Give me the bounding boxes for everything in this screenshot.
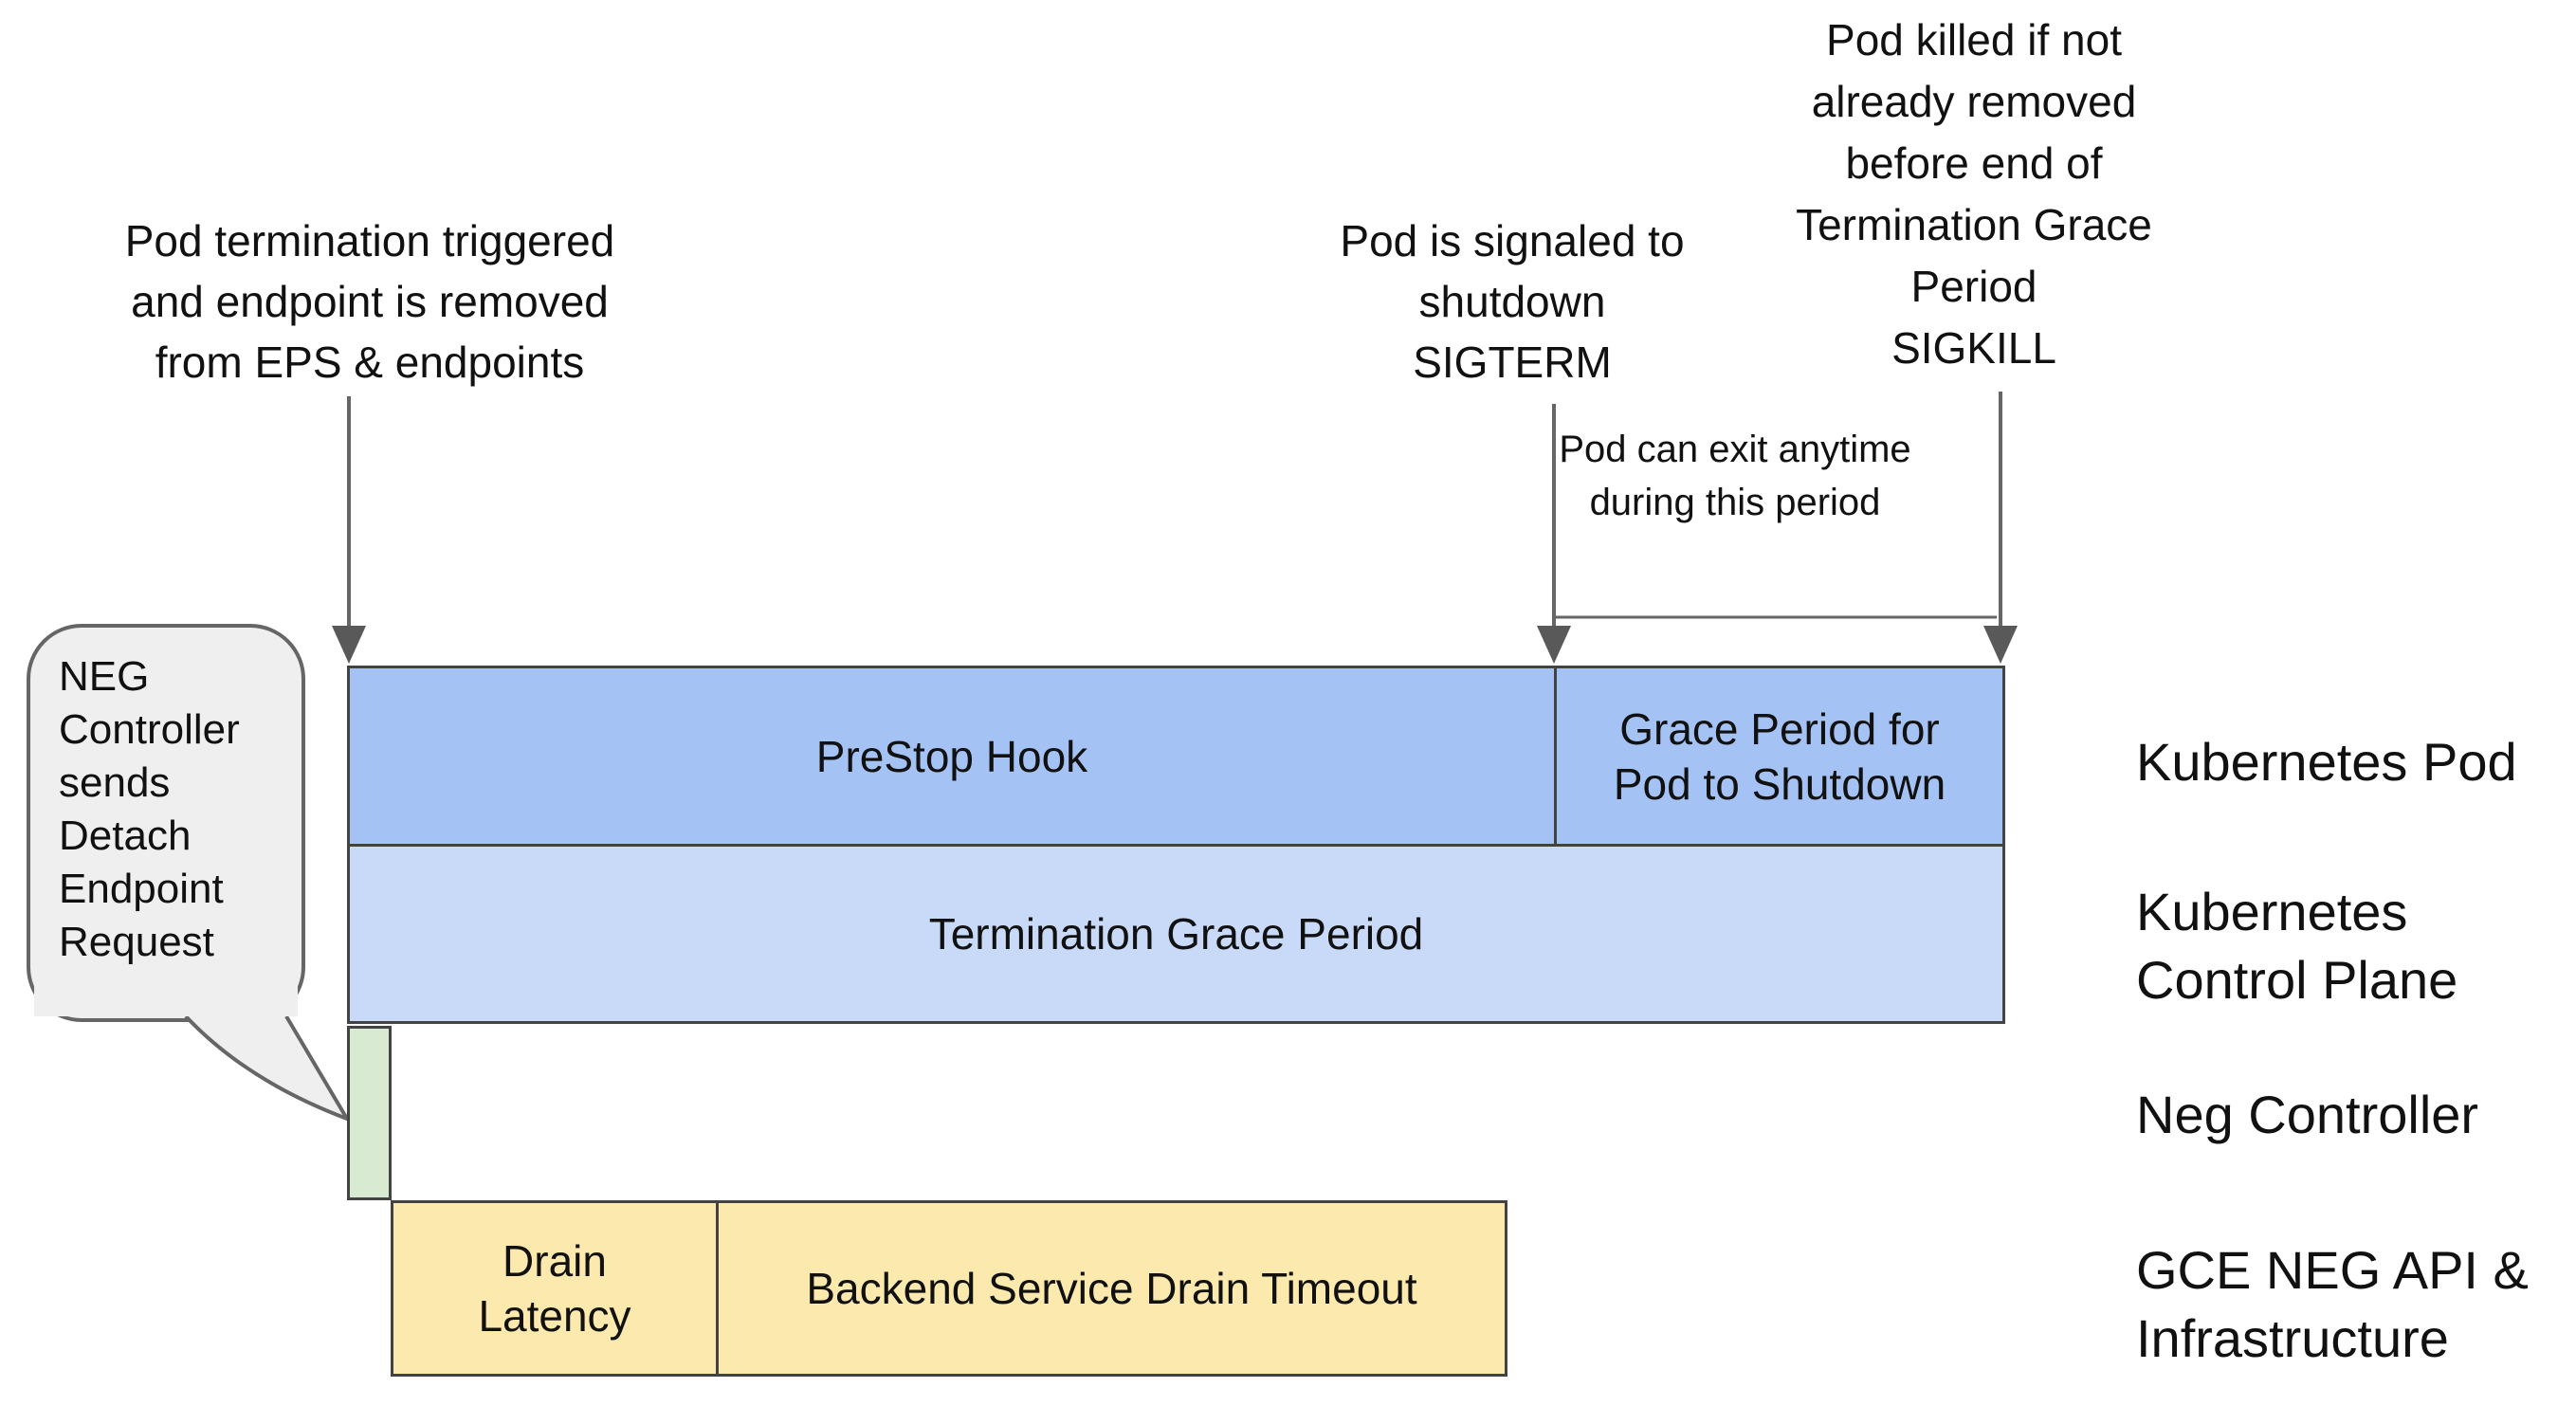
annotation-exit-window: Pod can exit anytime during this period <box>1498 423 1972 529</box>
annotation-line: already removed <box>1811 77 2137 126</box>
row-label-neg-controller: Neg Controller <box>2136 1085 2479 1144</box>
row-label-kubernetes-control-plane: Kubernetes Control Plane <box>2136 878 2457 1014</box>
bar-drain-latency: Drain Latency <box>391 1200 719 1377</box>
row-label-gce-neg-api: GCE NEG API & Infrastructure <box>2136 1236 2529 1373</box>
row-label-line: GCE NEG API & <box>2136 1240 2529 1300</box>
callout-line: Controller <box>59 706 240 753</box>
sigkill-arrowhead-icon <box>1983 626 2018 664</box>
bar-grace-period-shutdown: Grace Period for Pod to Shutdown <box>1554 666 2005 847</box>
annotation-line: SIGKILL <box>1891 323 2056 373</box>
bar-label: PreStop Hook <box>815 731 1088 781</box>
callout-line: Endpoint <box>59 866 224 912</box>
callout-line: Detach <box>59 813 192 859</box>
callout-line: Request <box>59 919 214 965</box>
bar-termination-grace-period: Termination Grace Period <box>347 844 2005 1024</box>
annotation-line: Pod termination triggered <box>124 216 615 265</box>
callout-neg-controller: NEG Controller sends Detach Endpoint Req… <box>59 650 240 969</box>
callout-tail-outline <box>184 1014 349 1121</box>
row-label-kubernetes-pod: Kubernetes Pod <box>2136 732 2517 792</box>
annotation-line: and endpoint is removed <box>131 277 609 326</box>
callout-tail-mask <box>34 967 298 1016</box>
annotation-line: during this period <box>1589 482 1881 523</box>
bar-label: Backend Service Drain Timeout <box>806 1264 1417 1313</box>
annotation-line: Pod is signaled to <box>1340 216 1685 265</box>
bar-neg-controller-detach <box>347 1026 392 1200</box>
callout-line: NEG <box>59 653 150 700</box>
annotation-line: Period <box>1910 262 2037 311</box>
annotation-line: from EPS & endpoints <box>155 338 585 387</box>
annotation-sigkill: Pod killed if not already removed before… <box>1690 9 2258 379</box>
row-label-line: Infrastructure <box>2136 1308 2449 1368</box>
trigger-arrowhead-icon <box>332 626 366 664</box>
callout-bubble <box>27 624 305 1022</box>
annotation-line: Pod can exit anytime <box>1559 429 1911 470</box>
annotation-line: shutdown <box>1418 277 1606 326</box>
annotation-sigterm: Pod is signaled to shutdown SIGTERM <box>1228 210 1797 393</box>
row-label-line: Kubernetes <box>2136 882 2408 941</box>
callout-line: sends <box>59 759 171 806</box>
sigterm-arrowhead-icon <box>1537 626 1571 664</box>
annotation-termination-trigger: Pod termination triggered and endpoint i… <box>38 210 702 393</box>
bar-label: Termination Grace Period <box>928 909 1424 959</box>
bar-prestop-hook: PreStop Hook <box>347 666 1557 847</box>
annotation-line: before end of <box>1845 138 2103 188</box>
annotation-line: SIGTERM <box>1413 338 1612 387</box>
bar-backend-service-drain-timeout: Backend Service Drain Timeout <box>716 1200 1507 1377</box>
bar-label: Grace Period for <box>1619 703 1940 754</box>
annotation-line: Pod killed if not <box>1826 15 2122 64</box>
bar-label: Drain <box>502 1236 607 1286</box>
annotation-line: Termination Grace <box>1796 200 2152 249</box>
bar-label: Latency <box>478 1291 631 1341</box>
bar-label: Pod to Shutdown <box>1613 758 1946 809</box>
row-label-line: Control Plane <box>2136 950 2458 1010</box>
